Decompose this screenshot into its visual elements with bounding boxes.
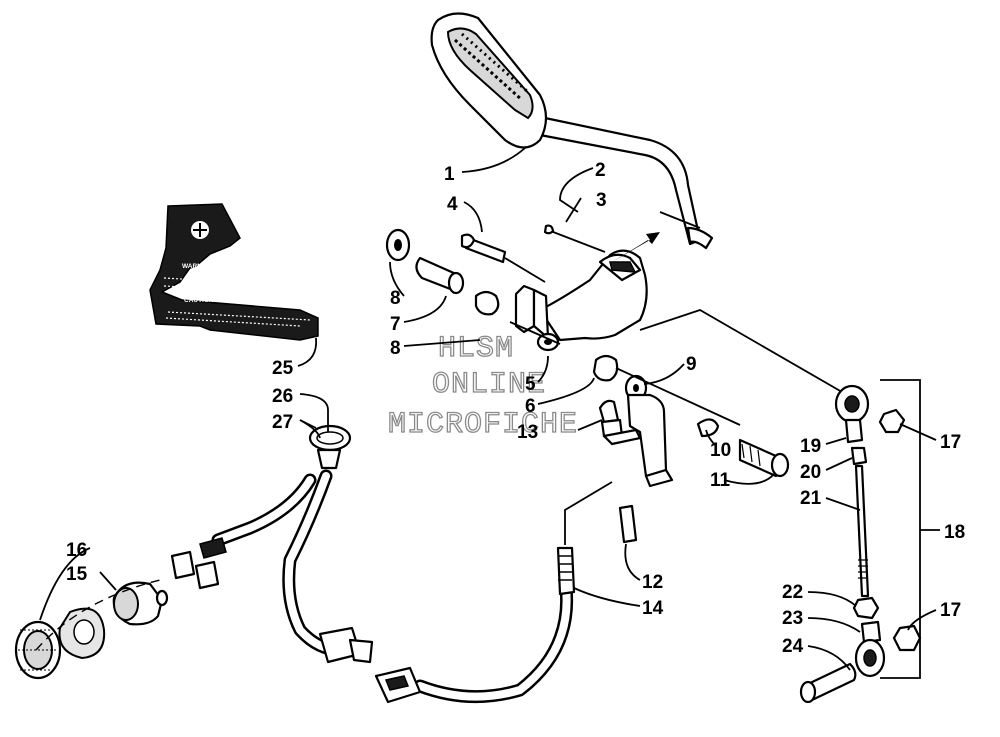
callout-20: 20 — [800, 462, 821, 483]
brake-lever — [430, 12, 714, 250]
watermark: HLSM ONLINE MICROFICHE — [387, 331, 578, 442]
callout-24: 24 — [782, 636, 804, 657]
callout-2: 2 — [595, 160, 606, 181]
callout-23: 23 — [782, 608, 803, 629]
callout-7: 7 — [390, 314, 401, 335]
pivot-bracket — [460, 224, 660, 342]
callout-17-upper: 17 — [940, 432, 961, 453]
callout-21: 21 — [800, 488, 822, 509]
callout-labels: 1 2 3 4 5 8 6 7 8 8 9 10 11 12 13 14 15 … — [66, 160, 965, 657]
callout-19: 19 — [800, 436, 821, 457]
callout-3: 3 — [596, 190, 607, 211]
callout-26: 26 — [272, 386, 293, 407]
tie-rod-assembly — [799, 379, 922, 704]
callout-11: 11 — [710, 470, 731, 491]
callout-5: 5 — [525, 374, 536, 395]
callout-18: 18 — [944, 522, 965, 543]
callout-25: 25 — [272, 358, 294, 379]
watermark-line-1: HLSM — [438, 332, 514, 366]
decal-warning-heading: WARNING — [182, 263, 213, 270]
callout-13: 13 — [517, 422, 538, 443]
switch-assembly — [14, 579, 169, 680]
callout-6-upper: 8 — [390, 338, 401, 359]
watermark-line-3: MICROFICHE — [388, 408, 578, 442]
callout-27: 27 — [272, 412, 293, 433]
callout-17-lower: 17 — [940, 600, 961, 621]
callout-16: 16 — [66, 540, 87, 561]
watermark-line-2: ONLINE — [432, 368, 546, 402]
leader-lines — [39, 147, 940, 671]
switch-bracket — [598, 393, 790, 544]
callout-4: 4 — [447, 194, 458, 215]
callout-10: 10 — [710, 440, 731, 461]
wiring-harness — [170, 410, 374, 664]
callout-22: 22 — [782, 582, 803, 603]
warning-decal: WARNING CAUTION — [149, 203, 319, 341]
decal-caution-heading: CAUTION — [184, 297, 214, 304]
callout-6-lower: 6 — [525, 396, 536, 417]
callout-14: 14 — [642, 598, 664, 619]
callout-9: 9 — [686, 354, 697, 375]
callout-1: 1 — [444, 164, 455, 185]
callout-12: 12 — [642, 572, 663, 593]
brake-cable — [374, 481, 613, 704]
callout-8-upper: 8 — [390, 288, 401, 309]
callout-15: 15 — [66, 564, 88, 585]
